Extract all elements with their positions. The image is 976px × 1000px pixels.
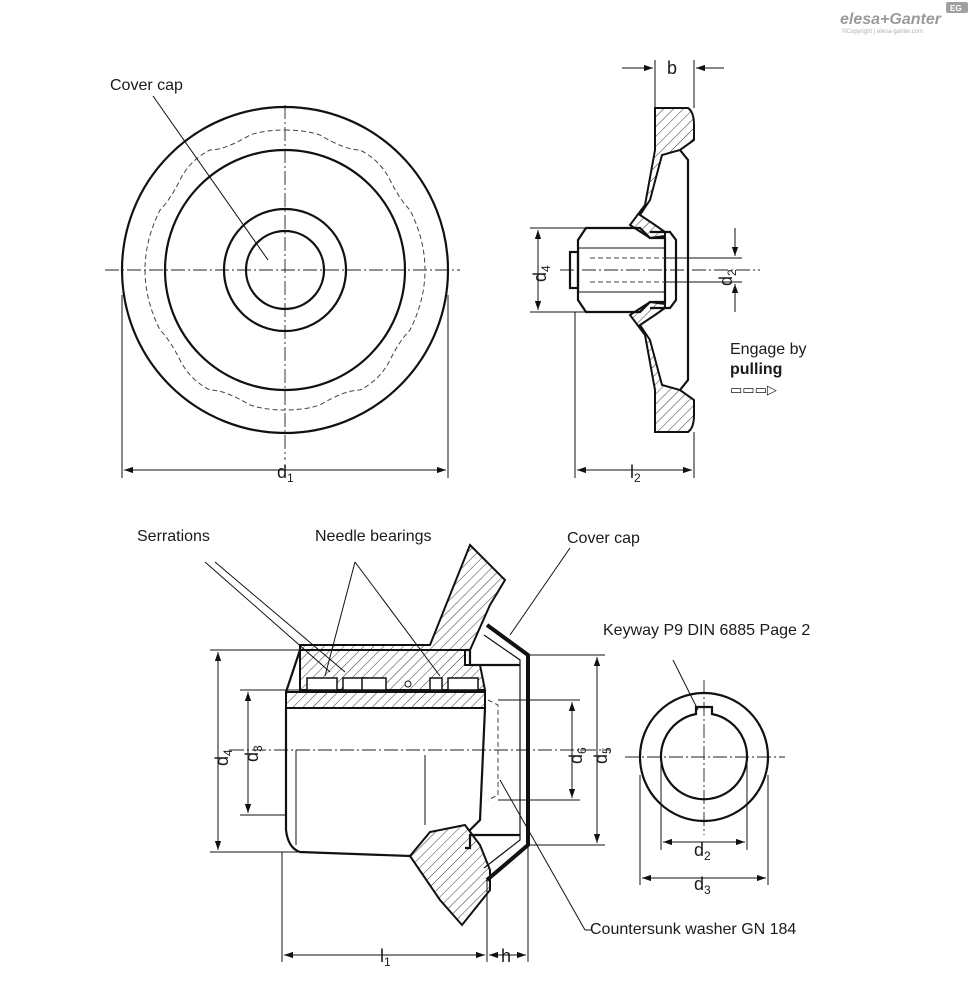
keyway-outer-circle [638, 691, 770, 823]
outer-rim-circle [120, 105, 450, 435]
section-cover-cap-inner [483, 634, 521, 869]
dim-h-label: h [501, 946, 511, 966]
side-cover-cap [650, 230, 678, 310]
brand-logo: elesa+Ganter ©Copyright | elesa-ganter.c… [840, 2, 968, 35]
dim-b-label: b [667, 58, 677, 78]
washer-label: Countersunk washer GN 184 [590, 921, 796, 938]
cover-cap-label-top: Cover cap [110, 77, 183, 94]
section-hub-chamfer [284, 649, 302, 693]
keyway-label: Keyway P9 DIN 6885 Page 2 [603, 622, 810, 639]
dim-d1-label: d1 [277, 462, 294, 485]
inner-face-circle [163, 148, 407, 392]
side-view: b d4 d2 l2 Engage by pulling ▭▭▭▷ [530, 58, 807, 485]
section-spoke-top [299, 543, 507, 651]
retaining-clip-top [465, 648, 520, 667]
dim-d3-label-keyway: d3 [694, 874, 711, 897]
cover-cap-leader-line [152, 95, 269, 261]
dim-l2-label: l2 [630, 462, 641, 485]
side-rim-section-bottom [628, 300, 695, 433]
section-sleeve-band [285, 691, 486, 709]
side-hub-nose [568, 250, 580, 290]
washer-hidden-outline [487, 699, 499, 801]
dim-d4-label-top: d4 [530, 265, 553, 282]
needle-leader-1 [324, 561, 356, 677]
brand-copyright: ©Copyright | elesa-ganter.com [842, 28, 923, 35]
side-rim-section-top [628, 107, 695, 240]
front-view: Cover cap d1 [105, 77, 460, 485]
dim-d2-label-top: d2 [716, 269, 739, 286]
needle-bearing-2 [361, 677, 387, 691]
needle-bearing-1 [306, 677, 338, 691]
engage-note-line1: Engage by [730, 341, 807, 358]
brand-logo-text: elesa+Ganter [840, 11, 942, 28]
cover-cap-label-bottom: Cover cap [567, 530, 640, 547]
brand-badge-icon [946, 2, 968, 13]
needle-bearing-3 [429, 677, 443, 691]
dim-l1-label: l1 [380, 946, 391, 969]
grip-scallop-hidden-outline [144, 129, 426, 411]
needle-leader-2 [354, 561, 441, 677]
serrations-leader-1 [204, 561, 331, 673]
bearing-ball-icon [404, 680, 412, 688]
dim-d5-label: d5 [591, 747, 614, 764]
engage-pull-arrow-icon: ▭▭▭▷ [730, 382, 777, 397]
brand-badge-text: EG [950, 4, 962, 13]
engage-note-line2: pulling [730, 361, 782, 378]
section-cover-cap [485, 623, 530, 882]
serrations-leader-2 [214, 561, 346, 673]
section-spoke-bottom [408, 823, 491, 927]
dim-d3-label-bottom: d3 [242, 745, 265, 762]
needle-bearings-label: Needle bearings [315, 528, 432, 545]
dim-d6-label: d6 [566, 747, 589, 764]
keyway-view: Keyway P9 DIN 6885 Page 2 d2 d3 [603, 622, 810, 897]
dim-d4-label-bottom: d4 [212, 749, 235, 766]
keyway-leader [672, 659, 699, 711]
needle-bearing-elements [306, 677, 479, 691]
dim-d2-label-keyway: d2 [694, 840, 711, 863]
keyway-bore-with-slot [659, 705, 749, 801]
side-rim-back-edge [679, 149, 690, 391]
serrations-label: Serrations [137, 528, 210, 545]
retaining-clip-bottom [465, 833, 520, 850]
hub-circle [222, 207, 348, 333]
needle-bearing-4 [447, 677, 479, 691]
section-view: Serrations Needle bearings Cover cap Cou… [137, 528, 796, 969]
washer-leader [499, 779, 586, 931]
cover-cap-leader-bottom [509, 547, 571, 636]
cover-cap-circle [244, 229, 326, 311]
